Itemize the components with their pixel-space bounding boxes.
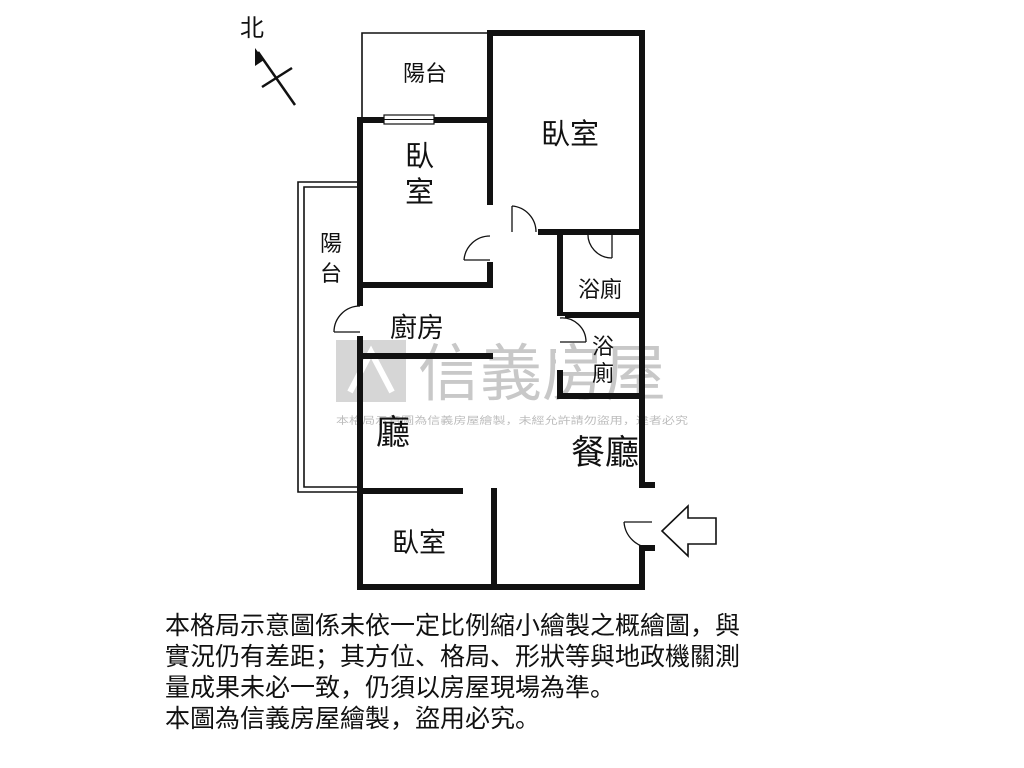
room-bedroom-bottom-label: 臥室 — [392, 528, 446, 559]
balcony-left-railing — [297, 181, 358, 493]
watermark: 信義房屋 本格局示意圖為信義房屋繪製，未經允許請勿盜用，違者必究 — [336, 337, 688, 427]
sliding-door-balcony — [383, 114, 435, 125]
swing-doors — [333, 205, 653, 549]
disclaimer-line-4: 本圖為信義房屋繪製，盜用必究。 — [165, 704, 541, 733]
room-dining-label: 餐廳 — [571, 433, 639, 473]
balcony-top-railing — [361, 32, 490, 118]
entrance-arrow-icon — [660, 504, 717, 558]
door-kitchen-balcony — [333, 305, 365, 336]
disclaimer-line-1: 本格局示意圖係未依一定比例縮小繪製之概繪圖，與 — [165, 611, 741, 640]
walls — [357, 30, 655, 590]
north-arrow: 北 — [240, 14, 297, 106]
balcony-left-railing-inner — [303, 186, 360, 488]
room-kitchen-label: 廚房 — [390, 313, 444, 344]
watermark-note: 本格局示意圖為信義房屋繪製，未經允許請勿盜用，違者必究 — [336, 414, 688, 427]
room-bathroom-2-label-line1: 浴 — [592, 335, 614, 360]
door-bedroom-middle-gap — [487, 232, 495, 262]
room-balcony-left-label-line2: 台 — [320, 262, 342, 287]
door-entrance-arc — [623, 521, 653, 549]
north-arrow-crossbar — [261, 66, 293, 89]
door-bath-1-arc — [587, 231, 613, 259]
room-bedroom-right-label: 臥室 — [541, 117, 599, 151]
watermark-brand: 信義房屋 — [418, 337, 666, 410]
door-bedroom-right — [487, 205, 538, 235]
disclaimer-line-2: 實況仍有差距；其方位、格局、形狀等與地政機關測 — [165, 642, 741, 671]
balcony-railings — [297, 32, 490, 493]
room-balcony-top-label: 陽台 — [403, 62, 447, 87]
north-label: 北 — [240, 14, 264, 42]
door-bath-1 — [587, 231, 613, 259]
door-bedroom-middle-arc — [463, 235, 491, 261]
room-labels: 陽台 臥室 臥 室 陽 台 浴廁 浴 廁 廚房 廳 餐廳 臥室 — [320, 62, 639, 559]
disclaimer-line-3: 量成果未必一致，仍須以房屋現場為準。 — [165, 673, 616, 702]
door-kitchen-balcony-arc — [333, 305, 361, 333]
wall-south-west — [357, 329, 655, 590]
door-bath-2-arc — [559, 317, 587, 343]
disclaimer: 本格局示意圖係未依一定比例縮小繪製之概繪圖，與 實況仍有差距；其方位、格局、形狀… — [165, 610, 885, 734]
room-bathroom-2-label-line2: 廁 — [592, 362, 614, 387]
room-living-label: 廳 — [376, 413, 410, 453]
door-bath-2 — [556, 316, 587, 370]
north-arrow-head-icon — [255, 48, 264, 66]
door-bedroom-middle — [463, 232, 495, 262]
door-entrance — [623, 521, 653, 549]
door-kitchen-balcony-gap — [355, 306, 365, 336]
room-balcony-left-label-line1: 陽 — [320, 232, 342, 257]
room-bathroom-1-label: 浴廁 — [578, 278, 622, 303]
wall-east-upper — [487, 30, 655, 488]
door-bedroom-right-arc — [511, 205, 537, 233]
door-bath-2-gap — [556, 316, 565, 370]
room-bedroom-middle-label-line1: 臥 — [405, 139, 434, 173]
room-bedroom-middle-label-line2: 室 — [405, 175, 434, 209]
